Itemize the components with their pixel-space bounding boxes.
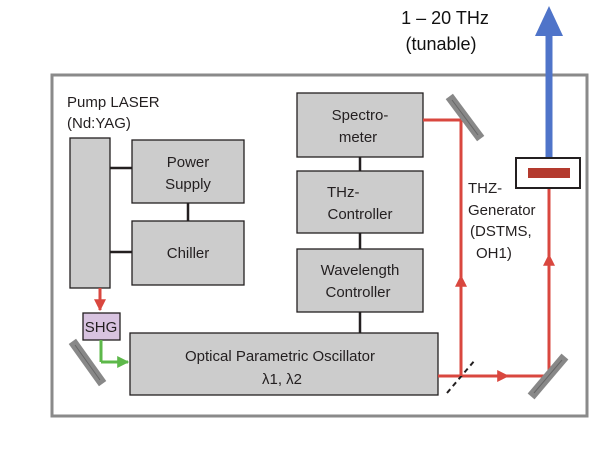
pump-laser-label: Pump LASER — [67, 94, 160, 111]
spectrometer-label-2: meter — [339, 129, 377, 146]
output-frequency-label: 1 – 20 THz — [401, 8, 489, 28]
top-mirror-outline — [451, 99, 479, 136]
chiller-box — [131, 220, 245, 286]
beam-splitter — [446, 359, 476, 394]
thz-generator-label-3: (DSTMS, — [470, 223, 532, 240]
chiller-label: Chiller — [167, 245, 210, 262]
shg-label: SHG — [85, 319, 118, 336]
bottom-right-mirror-outline — [533, 359, 563, 394]
spectrometer-box — [296, 92, 424, 158]
output-tunable-label: (tunable) — [405, 34, 476, 54]
pump-laser-sublabel: (Nd:YAG) — [67, 115, 131, 132]
thz-controller-box — [296, 170, 424, 234]
power-supply-label-1: Power — [167, 154, 210, 171]
spectrometer-label-1: Spectro- — [332, 107, 389, 124]
wavelength-controller-box — [296, 248, 424, 313]
opo-box — [129, 332, 439, 396]
thz-controller-label-1: THz- — [327, 184, 360, 201]
thz-generator-label-4: OH1) — [476, 245, 512, 262]
opo-wavelength-label: λ1, λ2 — [262, 371, 302, 388]
power-supply-box — [131, 139, 245, 204]
shg-box — [82, 312, 121, 341]
pump-laser-box — [69, 137, 111, 289]
opo-label: Optical Parametric Oscillator — [185, 348, 375, 365]
thz-controller-label-2: Controller — [327, 206, 392, 223]
thz-generator-crystal — [528, 168, 570, 178]
left-mirror-outline — [74, 344, 101, 381]
thz-output-arrowhead — [535, 6, 563, 36]
thz-generator-label-2: Generator — [468, 202, 536, 219]
wavelength-controller-label-2: Controller — [325, 284, 390, 301]
wavelength-controller-label-1: Wavelength — [321, 262, 400, 279]
power-supply-label-2: Supply — [165, 176, 211, 193]
thz-generator-label-1: THZ- — [468, 180, 502, 197]
